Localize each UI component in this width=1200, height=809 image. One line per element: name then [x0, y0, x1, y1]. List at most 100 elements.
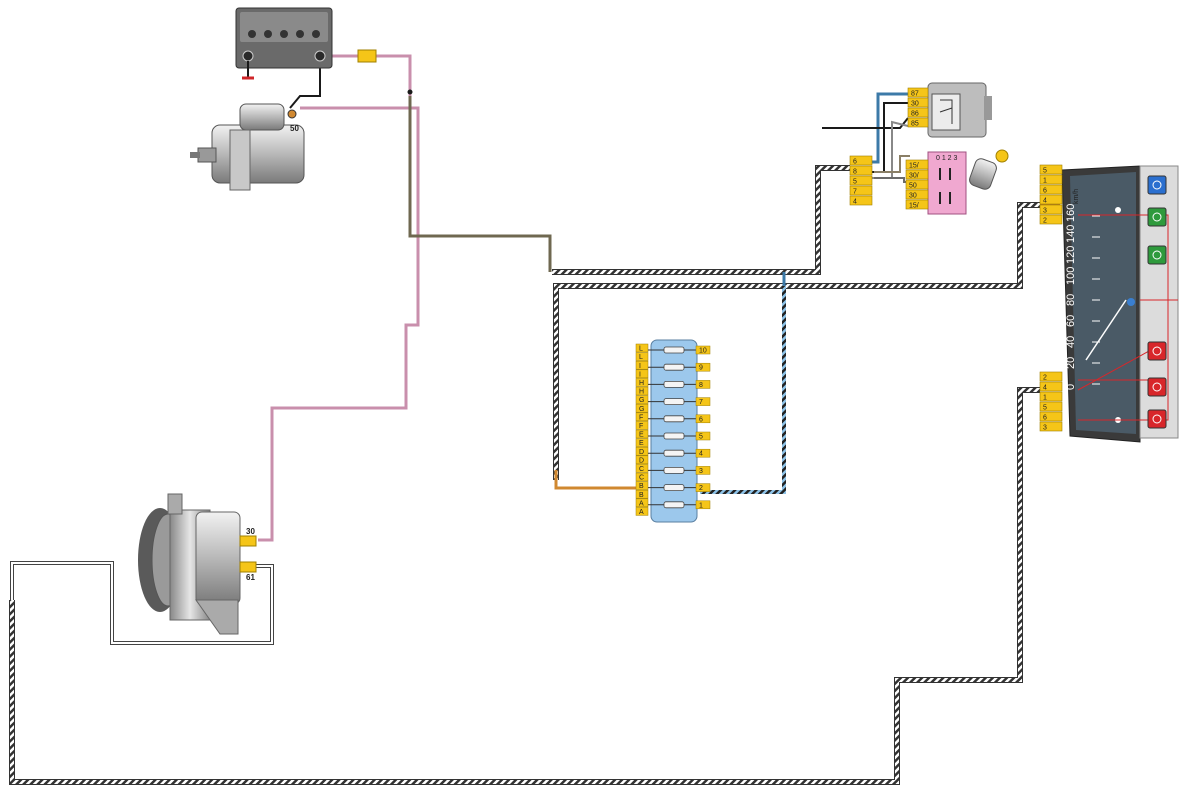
- ignition-switch-pin-label: 15/: [909, 203, 919, 210]
- warning-lamps: [1147, 175, 1167, 429]
- fuse-box-letter-label: I: [639, 363, 641, 370]
- alternator-terminal-61: 61: [246, 573, 255, 582]
- fuse-number-pin: [695, 500, 711, 510]
- fuse-box-letter-pin: [635, 481, 649, 490]
- fuse-box-letter-pin: [635, 498, 649, 508]
- fuse-icon: [663, 484, 685, 492]
- ignition-connector-pin: [849, 155, 873, 166]
- ignition-connector-pin-label: 5: [853, 179, 857, 186]
- cluster-bottom-pin-label: 2: [1043, 375, 1047, 382]
- fuse-number-pin: [695, 448, 711, 458]
- cluster-top-pin-label: 1: [1043, 178, 1047, 185]
- fuse-number-pin: [695, 414, 711, 424]
- fuse-box-letter-pin: [635, 472, 649, 482]
- ignition-connector-pin-label: 6: [853, 159, 857, 166]
- cluster-top-pin-label: 3: [1043, 208, 1047, 215]
- fuse-box-letter-label: A: [639, 509, 644, 516]
- fuse-box-letter-pin: [635, 421, 649, 430]
- cluster-top-pin: [1039, 164, 1063, 175]
- fuse-box-letter-label: E: [639, 440, 644, 447]
- fuse-box-letter-pin: [635, 464, 649, 473]
- cluster-top-pin: [1039, 214, 1063, 225]
- fuse-box-letter-label: C: [639, 466, 644, 473]
- cluster-bottom-pin-label: 4: [1043, 385, 1047, 392]
- fuse-number-label: 9: [699, 365, 703, 372]
- fuse-number-label: 7: [699, 399, 703, 406]
- ignition-connector-pin-label: 7: [853, 189, 857, 196]
- cluster-top-pin: [1039, 174, 1063, 185]
- fuse-box-letter-pin: [635, 507, 649, 516]
- fuse-box-letter-pin: [635, 360, 649, 370]
- cluster-top-pin: [1039, 194, 1063, 205]
- ignition-connector-pin: [849, 165, 873, 176]
- ignition-switch-pin-label: 50: [909, 183, 917, 190]
- fuse-box-letter-label: G: [639, 397, 644, 404]
- ignition-switch-pin-label: 30/: [909, 173, 919, 180]
- fuse-box-letter-label: D: [639, 449, 644, 456]
- fuse-box-letter-pin: [635, 455, 649, 465]
- relay-pin-label: 87: [911, 91, 919, 98]
- ignition-switch-pin: [905, 199, 929, 210]
- cluster-bottom-pin: [1039, 391, 1063, 402]
- fuse-box-letter-label: G: [639, 406, 644, 413]
- fuse-box-letter-label: E: [639, 432, 644, 439]
- side-lights-lamp: [1147, 207, 1167, 227]
- fuse-icon: [663, 346, 685, 354]
- ignition-switch-pin: [905, 159, 929, 170]
- ignition-connector-pin: [849, 195, 873, 206]
- fuse-number-pin: [695, 345, 711, 355]
- fuse-box-letter-label: H: [639, 380, 644, 387]
- ignition-connector-pin-label: 4: [853, 199, 857, 206]
- speedometer-unit: km/h: [1073, 189, 1080, 204]
- cluster-bottom-pin-label: 1: [1043, 395, 1047, 402]
- fuse-number-label: 2: [699, 485, 703, 492]
- fuse-box-letter-pin: [635, 489, 649, 499]
- fuse-icon: [663, 415, 685, 423]
- brake-lamp-icon: [1152, 414, 1162, 424]
- fuse-icon: [663, 449, 685, 457]
- fuse-box-letter-pin: [635, 386, 649, 396]
- speedometer-tick-label: 120: [1065, 246, 1077, 264]
- fuse-box-letter-pin: [635, 378, 649, 387]
- fuse-number-label: 5: [699, 434, 703, 441]
- cluster-bottom-pin-label: 5: [1043, 405, 1047, 412]
- cluster-bottom-pin: [1039, 421, 1063, 432]
- fuse-box-letter-pin: [635, 438, 649, 447]
- fuse-number-label: 10: [699, 348, 707, 355]
- fuse-box-letter-pin: [635, 429, 649, 439]
- speedometer-tick-label: 80: [1065, 294, 1077, 306]
- fuse-box-letter-label: C: [639, 475, 644, 482]
- alternator-icon: 30 61: [138, 493, 257, 635]
- fuse-box-letter-label: I: [639, 371, 641, 378]
- fuse-box-letter-label: F: [639, 414, 643, 421]
- relay-pin: [907, 97, 929, 108]
- fuse-number-label: 4: [699, 451, 703, 458]
- fuse-box-letter-pin: [635, 395, 649, 404]
- cluster-top-pin: [1039, 204, 1063, 215]
- cluster-top-pin-label: 2: [1043, 218, 1047, 225]
- cluster-bottom-pin: [1039, 371, 1063, 382]
- fuse-number-label: 8: [699, 382, 703, 389]
- cluster-top-pin-label: 4: [1043, 198, 1047, 205]
- cluster-bottom-pin-label: 6: [1043, 415, 1047, 422]
- starter-icon: 50: [190, 103, 305, 191]
- relay-pin-label: 85: [911, 121, 919, 128]
- fuse-box-letter-label: F: [639, 423, 643, 430]
- starter-terminal-label: 50: [290, 124, 299, 133]
- fuse-box: [650, 339, 698, 523]
- ignition-key-icon: [969, 149, 1009, 190]
- battery-charge-lamp-icon: [1152, 346, 1162, 356]
- oil-pressure-lamp: [1147, 377, 1167, 397]
- fuse-icon: [663, 501, 685, 509]
- fuse-box-letter-pin: [635, 352, 649, 361]
- fuse-icon: [663, 466, 685, 474]
- high-beam-lamp-icon: [1152, 180, 1162, 190]
- brake-lamp: [1147, 409, 1167, 429]
- speedometer-tick-label: 100: [1065, 267, 1077, 285]
